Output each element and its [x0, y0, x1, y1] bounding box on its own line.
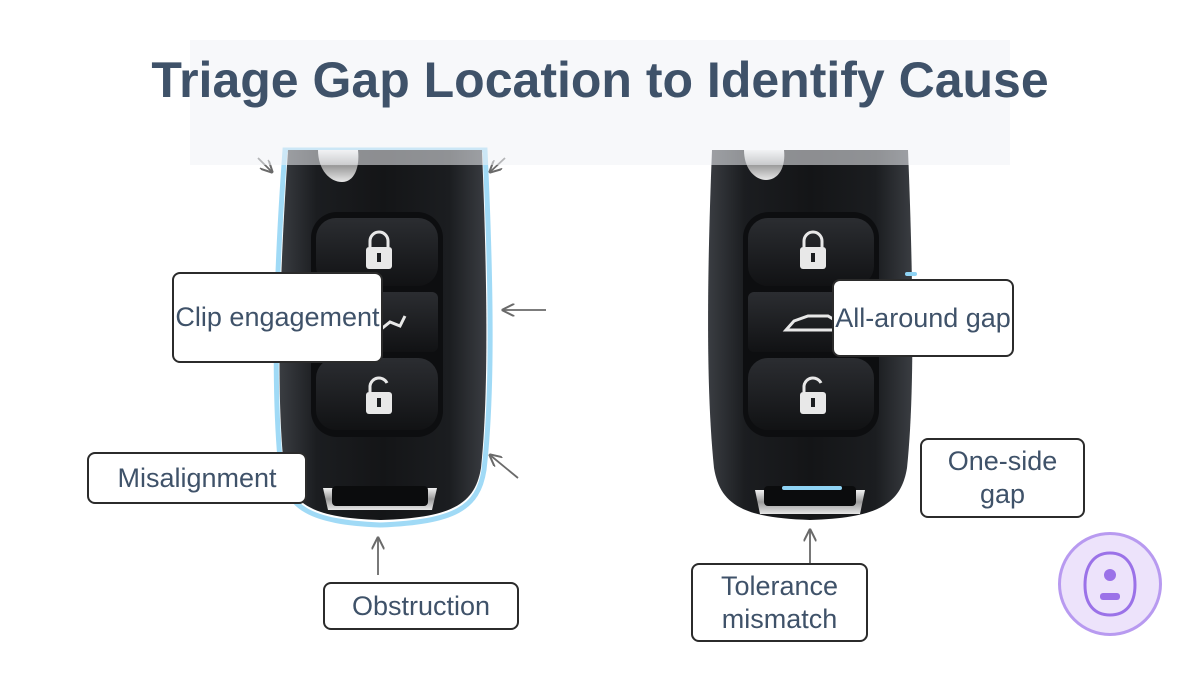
callout-one-side-gap-label: One-side gap [947, 446, 1058, 509]
page-title: Triage Gap Location to Identify Cause [151, 52, 1049, 108]
right-key-fob [708, 150, 917, 565]
left-bottom-slot [332, 486, 428, 506]
lock-icon [366, 230, 392, 269]
left-arrow-top-left [257, 157, 272, 172]
left-fob-gap-glow [273, 147, 493, 528]
callout-tolerance-mismatch: Tolerance mismatch [691, 563, 868, 642]
callout-misalignment-label: Misalignment [117, 462, 277, 493]
left-arrow-lower-right [490, 455, 519, 479]
callout-obstruction: Obstruction [323, 582, 519, 630]
callout-obstruction-label: Obstruction [351, 590, 491, 621]
key-fob-badge [1058, 532, 1162, 636]
left-arrow-top-right [490, 157, 506, 172]
right-side-gap-glow [905, 272, 917, 276]
unlock-icon [366, 376, 392, 414]
trunk-icon [379, 315, 407, 332]
callout-all-around-gap: All-around gap [832, 279, 1014, 357]
key-fob-badge-icon [1083, 551, 1137, 617]
callout-all-around-gap-label: All-around gap [835, 302, 1011, 333]
unlock-icon [800, 376, 826, 414]
lock-icon [800, 230, 826, 269]
callout-misalignment: Misalignment [87, 452, 307, 504]
right-bottom-slot [764, 486, 856, 506]
right-bottom-gap-glow [782, 486, 842, 490]
callout-one-side-gap: One-side gap [920, 438, 1085, 518]
callout-tolerance-mismatch-label: Tolerance mismatch [720, 570, 839, 634]
callout-clip-engagement: Clip engagement [172, 272, 383, 363]
callout-clip-engagement-label: Clip engagement [175, 302, 380, 332]
